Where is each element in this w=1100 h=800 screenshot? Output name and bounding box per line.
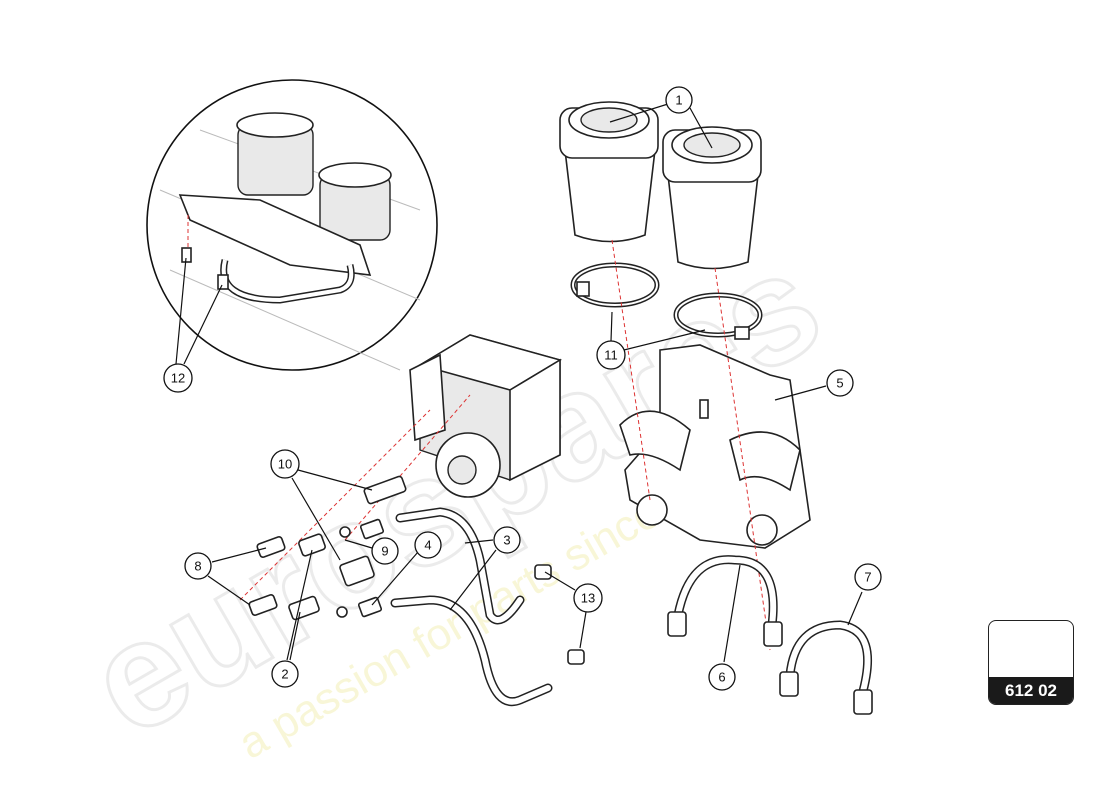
- callout-12: 12: [163, 363, 193, 393]
- svg-text:8: 8: [194, 559, 201, 574]
- svg-text:4: 4: [424, 538, 431, 553]
- callout-5: 5: [826, 369, 854, 397]
- callout-13: 13: [573, 583, 603, 613]
- svg-text:1: 1: [675, 93, 682, 108]
- callout-11: 11: [596, 340, 626, 370]
- callout-7: 7: [854, 563, 882, 591]
- svg-text:6: 6: [718, 670, 725, 685]
- callout-4: 4: [414, 531, 442, 559]
- callout-2: 2: [271, 660, 299, 688]
- reference-badge: 612 02: [988, 620, 1074, 705]
- abs-hydraulic-unit: [239, 334, 563, 601]
- callout-10: 10: [270, 449, 300, 479]
- leader-lines: [175, 103, 863, 663]
- svg-text:9: 9: [381, 544, 388, 559]
- brake-lines: [390, 507, 873, 715]
- detail-inset: [146, 79, 438, 371]
- svg-text:7: 7: [864, 570, 871, 585]
- svg-text:2: 2: [281, 667, 288, 682]
- callout-1: 1: [665, 86, 693, 114]
- callout-8: 8: [184, 552, 212, 580]
- hose-clamps: [570, 262, 763, 340]
- brake-fluid-reservoirs: [559, 101, 762, 270]
- svg-text:13: 13: [581, 591, 595, 606]
- fittings: [248, 475, 585, 665]
- svg-text:11: 11: [604, 348, 618, 363]
- svg-text:3: 3: [503, 533, 510, 548]
- reference-number: 612 02: [989, 677, 1073, 704]
- svg-text:5: 5: [836, 376, 843, 391]
- svg-text:10: 10: [278, 457, 292, 472]
- callout-6: 6: [708, 663, 736, 691]
- callout-3: 3: [493, 526, 521, 554]
- svg-text:12: 12: [171, 371, 185, 386]
- reservoir-bracket: [611, 239, 811, 651]
- callout-9: 9: [371, 537, 399, 565]
